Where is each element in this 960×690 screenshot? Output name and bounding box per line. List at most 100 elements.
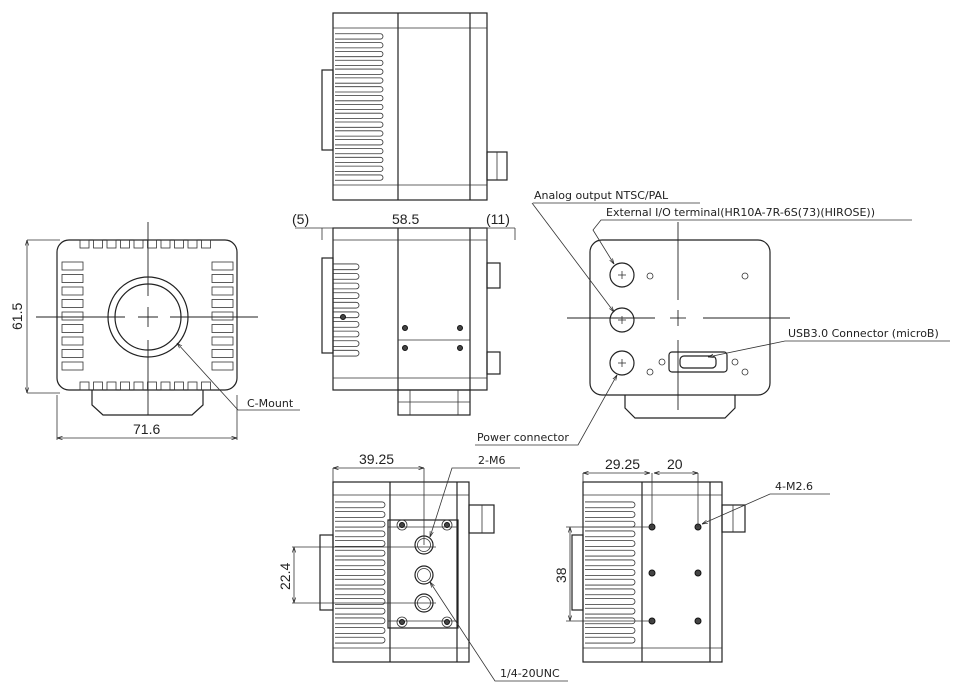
- cooling-fin: [585, 598, 636, 605]
- vent-slot: [120, 381, 130, 391]
- cooling-fin: [335, 86, 384, 93]
- cooling-fin: [335, 68, 384, 75]
- cooling-fin: [335, 511, 386, 518]
- vent-slot: [174, 381, 184, 391]
- cooling-fin: [585, 511, 636, 518]
- screw-hole-core: [444, 522, 450, 528]
- bottom-view-tripod: 39.25 22.4 2-M6 1/4-20UNC: [277, 451, 568, 682]
- vent-slot: [93, 381, 103, 391]
- cooling-fin: [585, 530, 636, 538]
- screw-hole: [741, 272, 749, 280]
- cooling-fin: [333, 321, 360, 328]
- cooling-fin: [211, 349, 234, 358]
- screw-hole: [402, 325, 408, 331]
- cooling-fin: [335, 130, 384, 137]
- vent-slot: [187, 239, 198, 249]
- vent-slot: [147, 239, 157, 249]
- callout-usb: USB3.0 Connector (microB): [788, 327, 939, 340]
- cooling-fin: [333, 311, 360, 319]
- vent-slot: [120, 239, 130, 249]
- cooling-fin: [335, 501, 386, 509]
- cooling-fin: [335, 174, 384, 181]
- cooling-fin: [211, 336, 234, 346]
- power-connector: [609, 350, 635, 376]
- screw-hole: [457, 325, 463, 331]
- cooling-fin: [585, 540, 636, 547]
- cooling-fin: [61, 261, 84, 271]
- side-view: (5) 58.5 (11): [292, 211, 516, 416]
- cooling-fin: [335, 33, 384, 40]
- cooling-fin: [335, 520, 386, 528]
- cooling-fin: [335, 607, 386, 615]
- cooling-fin: [335, 112, 384, 119]
- vent-slot: [201, 239, 211, 249]
- analog-output-connector: [609, 307, 635, 333]
- cooling-fin: [211, 286, 234, 296]
- cooling-fin: [585, 627, 636, 634]
- cooling-fin: [335, 103, 384, 111]
- cooling-fin: [335, 77, 384, 84]
- cooling-fin: [61, 361, 84, 371]
- cooling-fin: [211, 274, 234, 283]
- callout-external-io: External I/O terminal(HR10A-7R-6S(73)(HI…: [606, 206, 875, 219]
- cooling-fin: [211, 261, 234, 271]
- dim-side-front-offset: (5): [292, 211, 309, 227]
- cooling-fin: [335, 627, 386, 634]
- cooling-fin: [333, 340, 360, 347]
- cooling-fin: [335, 530, 386, 538]
- cooling-fin: [335, 121, 384, 128]
- screw-hole: [441, 519, 453, 531]
- callout-m6: 2-M6: [478, 454, 505, 467]
- cooling-fin: [61, 349, 84, 358]
- cooling-fin: [61, 299, 84, 308]
- cooling-fin: [61, 274, 84, 283]
- cooling-fin: [333, 349, 360, 357]
- dim-side-rear-offset: (11): [486, 211, 510, 227]
- cooling-fin: [335, 139, 384, 146]
- cooling-fin: [335, 42, 384, 49]
- screw-hole: [741, 368, 749, 376]
- cooling-fin: [335, 569, 386, 576]
- cooling-fin: [333, 330, 360, 338]
- vent-slot: [133, 381, 144, 391]
- vent-slot: [160, 239, 171, 249]
- screw-hole: [731, 358, 739, 366]
- cooling-fin: [211, 299, 234, 308]
- vent-slot: [160, 381, 171, 391]
- callout-analog-output: Analog output NTSC/PAL: [534, 189, 669, 202]
- front-view: 61.5 71.6 C-Mount: [9, 222, 300, 440]
- dim-bottom-right-offset: 29.25: [605, 456, 640, 472]
- vent-slot: [79, 239, 90, 249]
- m2-6-screw-hole: [694, 569, 702, 577]
- dim-front-width: 71.6: [133, 421, 160, 437]
- cooling-fin: [335, 95, 384, 102]
- cooling-fin: [335, 59, 384, 66]
- cooling-fin: [335, 549, 386, 557]
- callout-power: Power connector: [477, 431, 569, 444]
- cooling-fin: [61, 324, 84, 333]
- cooling-fin: [585, 559, 636, 567]
- callout-c-mount: C-Mount: [247, 397, 294, 410]
- vent-slot: [187, 381, 198, 391]
- cooling-fin: [585, 607, 636, 615]
- m2-6-screw-hole: [694, 617, 702, 625]
- screw-hole: [340, 314, 346, 320]
- callout-unc: 1/4-20UNC: [500, 667, 560, 680]
- cooling-fin: [335, 156, 384, 163]
- top-view: [321, 12, 508, 201]
- cooling-fin: [61, 311, 84, 321]
- cooling-fin: [335, 578, 386, 586]
- vent-slot: [133, 239, 144, 249]
- tripod-mount-hole: [414, 565, 434, 585]
- vent-slot: [174, 239, 184, 249]
- cooling-fin: [585, 636, 636, 644]
- cooling-fin: [585, 501, 636, 509]
- dim-bottom-right-spacing: 38: [553, 567, 569, 583]
- cooling-fin: [585, 578, 636, 586]
- screw-hole: [457, 345, 463, 351]
- cooling-fin: [335, 51, 384, 58]
- screw-hole-core: [399, 522, 405, 528]
- dim-bottom-left-spacing: 22.4: [277, 563, 293, 590]
